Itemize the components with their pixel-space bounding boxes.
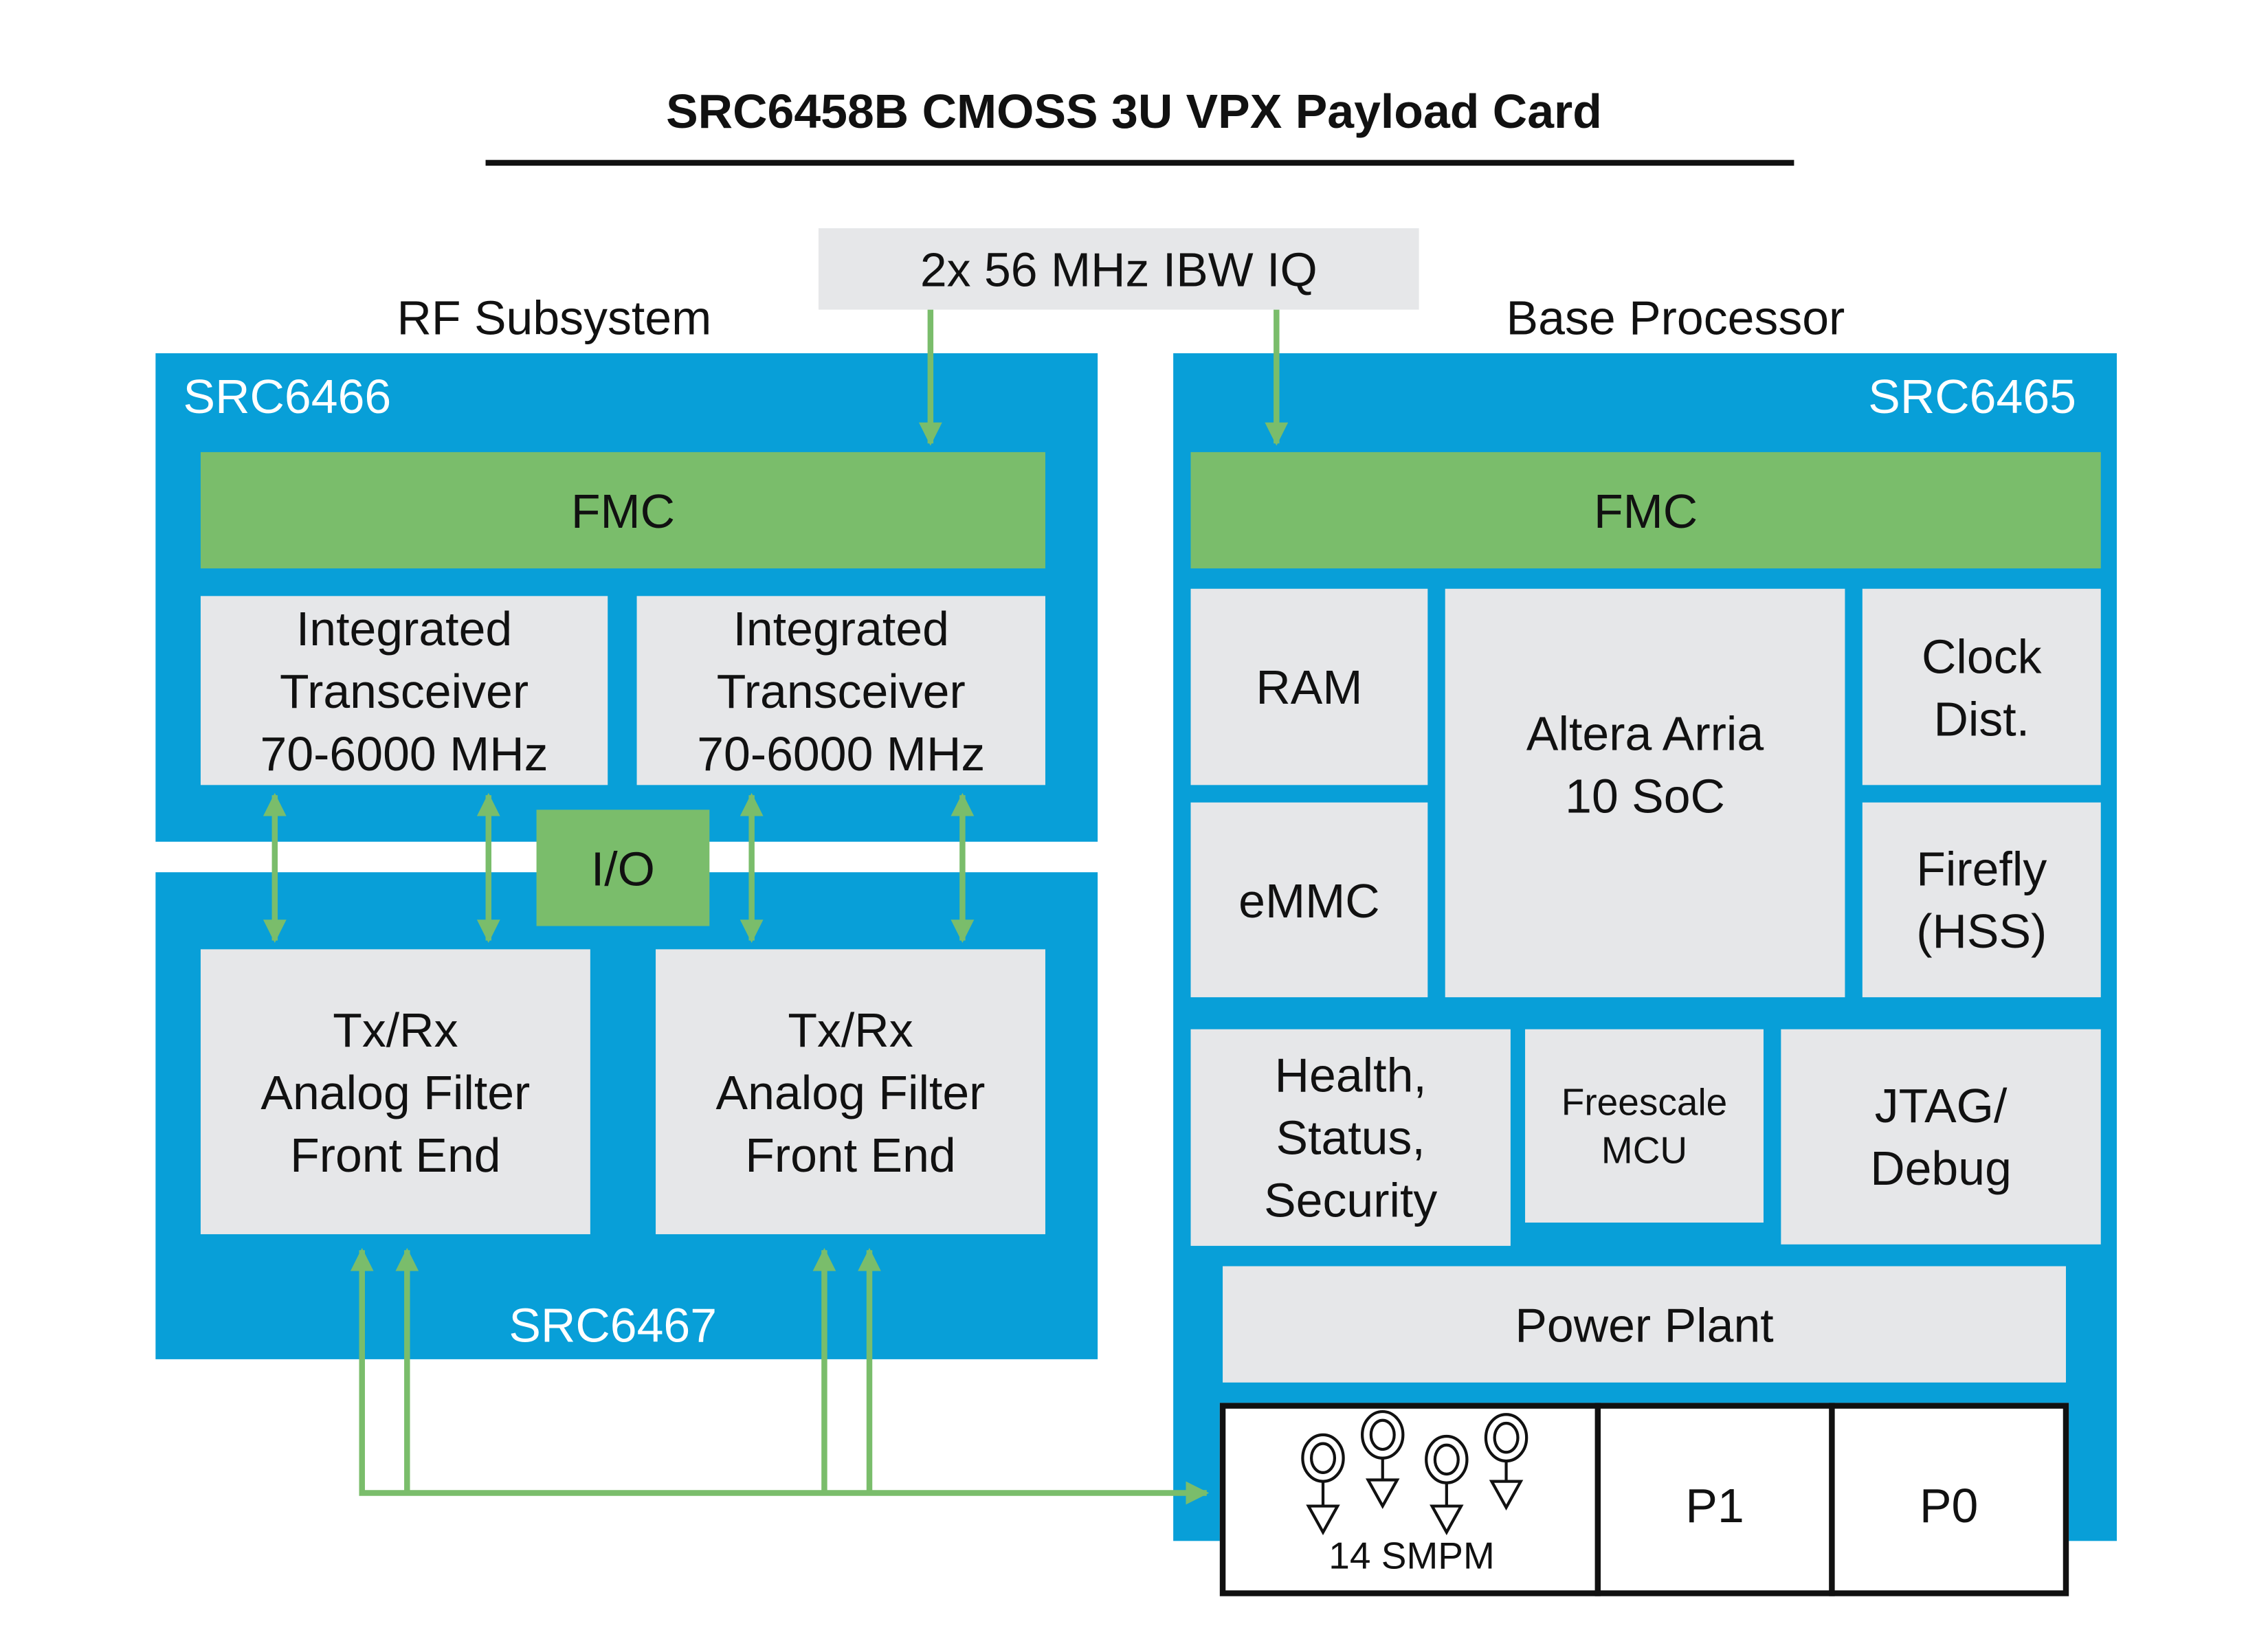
bp-fmc-block: FMC — [1190, 451, 2101, 569]
text-line: 70-6000 MHz — [260, 726, 548, 780]
base-processor-heading: Base Processor — [1506, 291, 1845, 345]
text-line: Health, — [1274, 1048, 1427, 1102]
io-label: I/O — [590, 840, 655, 895]
iq-input-label: 2x 56 MHz IBW IQ — [920, 242, 1318, 296]
text-line: Firefly — [1916, 841, 2047, 896]
text-line: Altera Arria — [1526, 706, 1764, 760]
text-line: JTAG/ — [1874, 1078, 2008, 1133]
connector-divider — [1594, 1403, 1601, 1596]
text-line: Analog Filter — [260, 1064, 531, 1119]
text-line: 10 SoC — [1565, 768, 1725, 823]
text-line: Transceiver — [716, 663, 966, 717]
smpm-icon — [1361, 1409, 1405, 1509]
upper-board-label: SRC6466 — [183, 369, 392, 423]
text-line: Security — [1264, 1173, 1438, 1227]
title-underline — [485, 159, 1794, 166]
text-line: Dist. — [1933, 691, 2030, 746]
rf-subsystem-heading: RF Subsystem — [397, 291, 712, 345]
text-line: Clock — [1921, 628, 2042, 683]
emmc-label: eMMC — [1238, 873, 1380, 927]
emmc-block: eMMC — [1190, 802, 1428, 998]
smpm-icon — [1301, 1433, 1345, 1535]
p1-label: P1 — [1685, 1478, 1744, 1532]
rf-fmc-block: FMC — [200, 451, 1045, 569]
text-line: Debug — [1870, 1141, 2012, 1195]
text-line: Tx/Rx — [333, 1002, 458, 1056]
diagram-title: SRC6458B CMOSS 3U VPX Payload Card — [666, 84, 1602, 138]
smpm-icon — [1484, 1413, 1528, 1511]
text-line: Transceiver — [280, 663, 529, 717]
smpm-label: 14 SMPM — [1328, 1533, 1495, 1578]
text-line: 70-6000 MHz — [697, 726, 986, 780]
bp-fmc-label: FMC — [1594, 483, 1698, 537]
connector-divider — [1829, 1403, 1835, 1596]
text-line: Analog Filter — [715, 1064, 986, 1119]
firefly-block: Firefly (HSS) — [1862, 802, 2101, 998]
smpm-icon — [1425, 1434, 1469, 1535]
io-block: I/O — [536, 810, 710, 926]
soc-block: Altera Arria 10 SoC — [1445, 588, 1845, 998]
ram-label: RAM — [1256, 660, 1363, 714]
text-line: (HSS) — [1916, 904, 2047, 959]
lower-board-label: SRC6467 — [509, 1298, 718, 1352]
jtag-block: JTAG/Debug — [1781, 1029, 2101, 1245]
text-line: Front End — [745, 1127, 956, 1181]
p0-connector: P0 — [1835, 1453, 2063, 1555]
text-line: Status, — [1276, 1111, 1425, 1165]
text-line: Front End — [290, 1127, 501, 1181]
base-board-label: SRC6465 — [1868, 369, 2076, 423]
text-line: Tx/Rx — [788, 1002, 913, 1056]
health-block: Health, Status, Security — [1190, 1029, 1511, 1246]
text-line: Integrated — [733, 601, 949, 655]
power-plant-label: Power Plant — [1515, 1297, 1774, 1352]
p0-label: P0 — [1919, 1478, 1979, 1532]
smpm-connector-icons — [1301, 1409, 1528, 1535]
ram-block: RAM — [1190, 588, 1428, 785]
text-line: MCU — [1601, 1127, 1688, 1171]
rf-fmc-label: FMC — [570, 483, 676, 537]
iq-input-block: 2x 56 MHz IBW IQ — [818, 228, 1419, 310]
power-plant-block: Power Plant — [1223, 1266, 2066, 1383]
p1-connector: P1 — [1601, 1453, 1829, 1555]
text-line: Integrated — [296, 601, 513, 655]
text-line: Freescale — [1561, 1079, 1728, 1124]
